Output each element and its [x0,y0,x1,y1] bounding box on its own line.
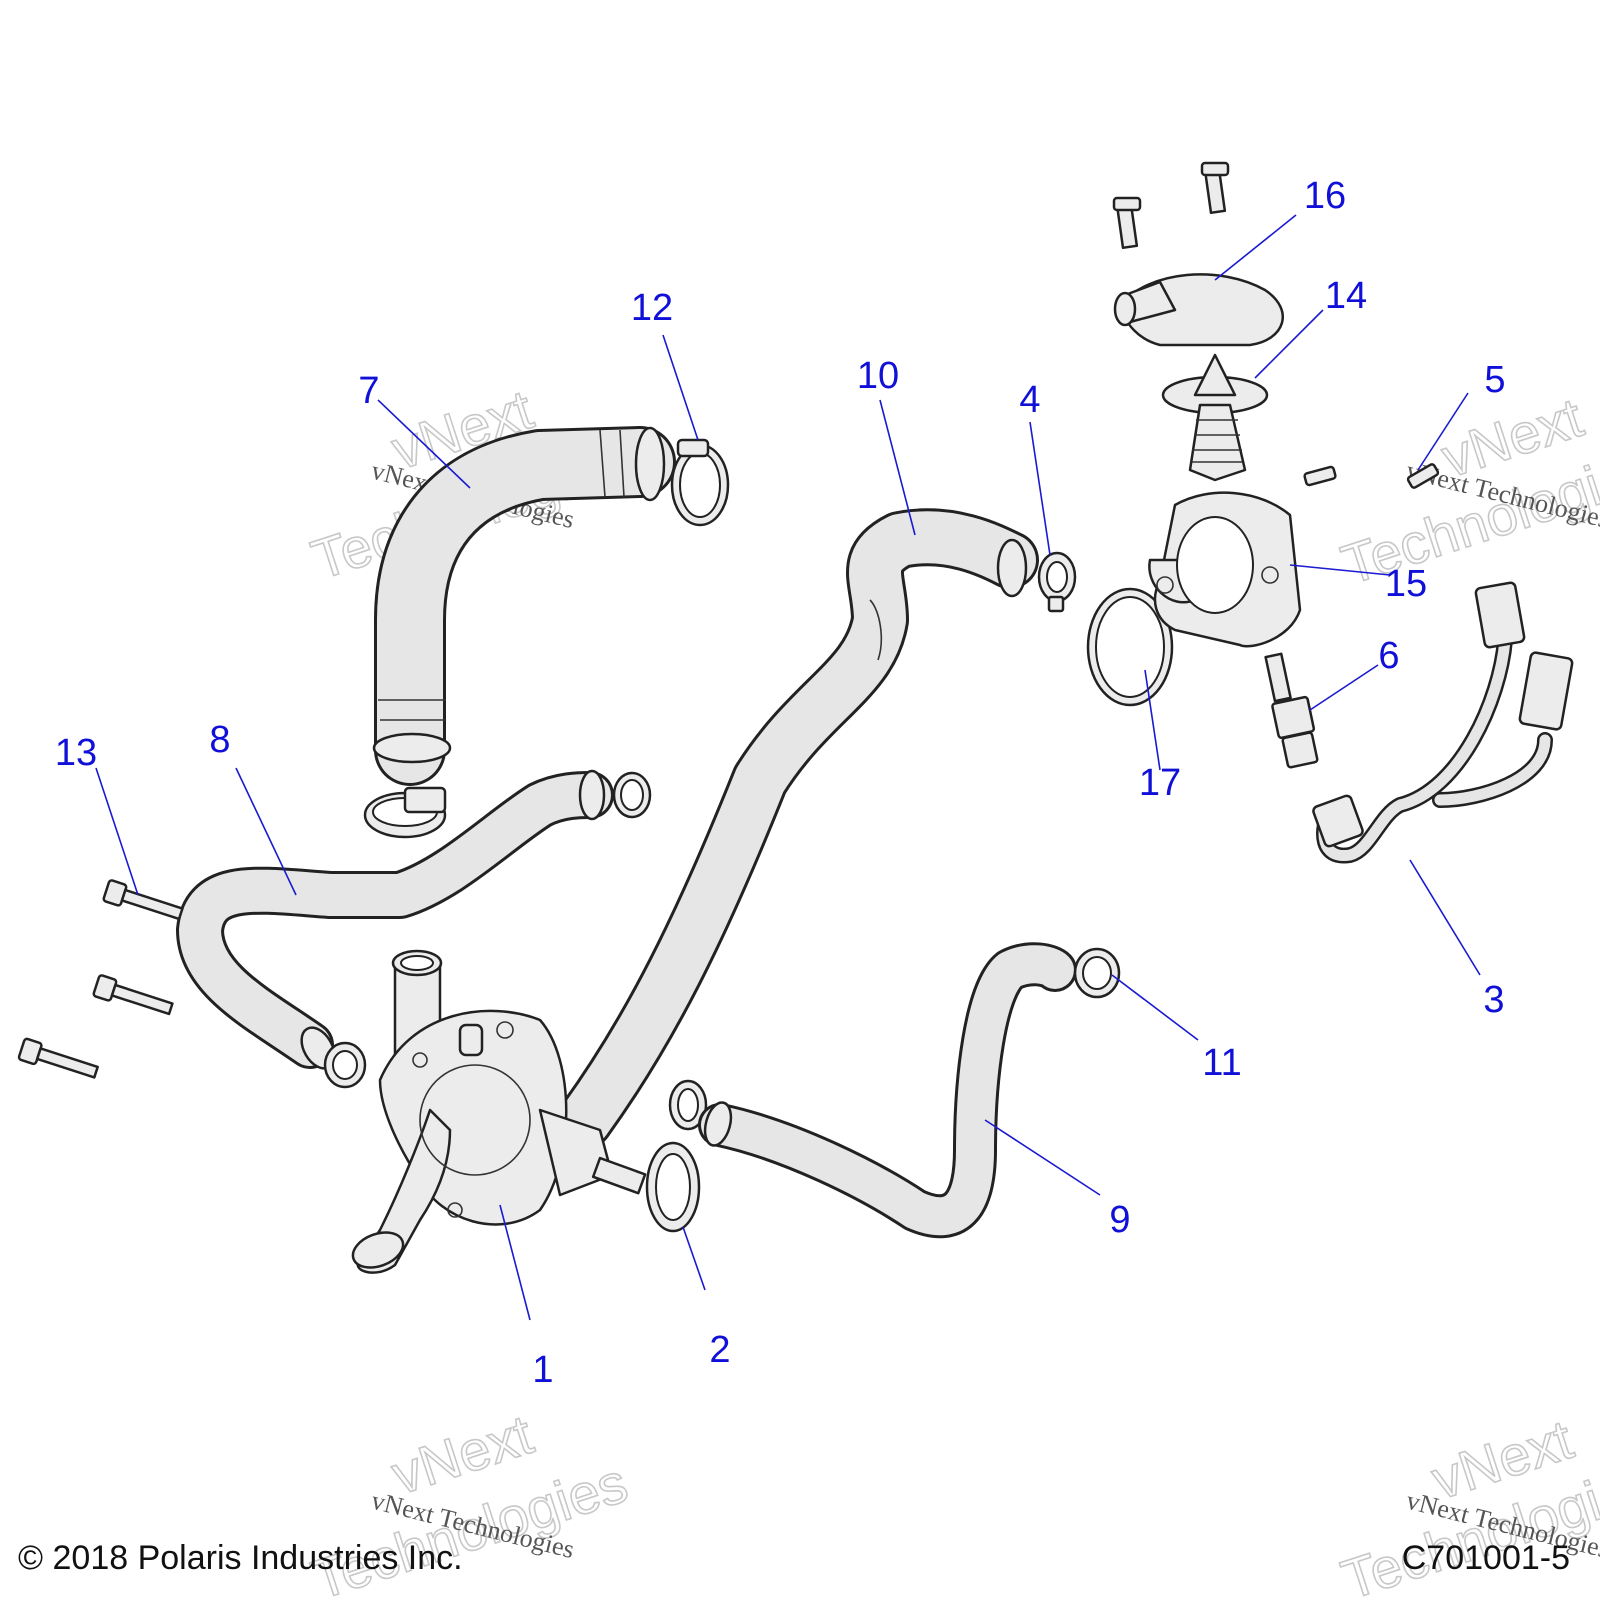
temperature-sensor-6 [1264,652,1319,769]
clamp-9-left [668,1079,708,1131]
callout-17: 17 [1139,762,1181,804]
thermostat-housing-15 [1148,465,1337,648]
bolt-5 [1406,463,1440,489]
clamp-4 [1037,551,1077,613]
o-ring-17 [1086,587,1174,707]
wiring-harness-3 [1312,581,1574,864]
o-ring-2 [645,1141,701,1233]
callout-10: 10 [857,355,899,397]
callout-2: 2 [709,1329,730,1371]
clamp-11 [1073,947,1121,999]
clamp-8-bottom [323,1041,367,1089]
callout-12: 12 [631,287,673,329]
callout-1: 1 [532,1349,553,1391]
thermostat-cover-16 [1112,161,1284,347]
hose-8 [176,769,614,1070]
watermark-top-right: vNext Technologies vNext Technologies [1333,384,1600,597]
hose-10 [556,508,1039,1149]
callout-4: 4 [1019,379,1040,421]
hose-7 [372,426,676,786]
hose-9 [698,942,1077,1239]
bolts-13 [17,879,184,1079]
callout-13: 13 [55,732,97,774]
callout-labels: 1 2 3 4 5 6 7 8 9 10 11 12 13 14 15 16 1… [55,175,1506,1391]
callout-16: 16 [1304,175,1346,217]
callout-11: 11 [1202,1042,1241,1084]
callout-7: 7 [358,370,379,412]
drawing-number: C701001-5 [1401,1539,1570,1577]
callout-3: 3 [1483,979,1504,1021]
callout-6: 6 [1378,635,1399,677]
clamp-12 [670,438,730,527]
callout-14: 14 [1325,275,1367,317]
clamp-8-top [612,771,652,819]
water-pump-1 [351,949,647,1274]
leader-lines [95,214,1481,1321]
callout-5: 5 [1484,359,1505,401]
copyright-notice: © 2018 Polaris Industries Inc. [18,1539,463,1577]
clamp-7-lower [363,786,447,839]
thermostat-14 [1161,353,1269,482]
callout-15: 15 [1385,563,1427,605]
callout-8: 8 [209,719,230,761]
callout-9: 9 [1109,1199,1130,1241]
